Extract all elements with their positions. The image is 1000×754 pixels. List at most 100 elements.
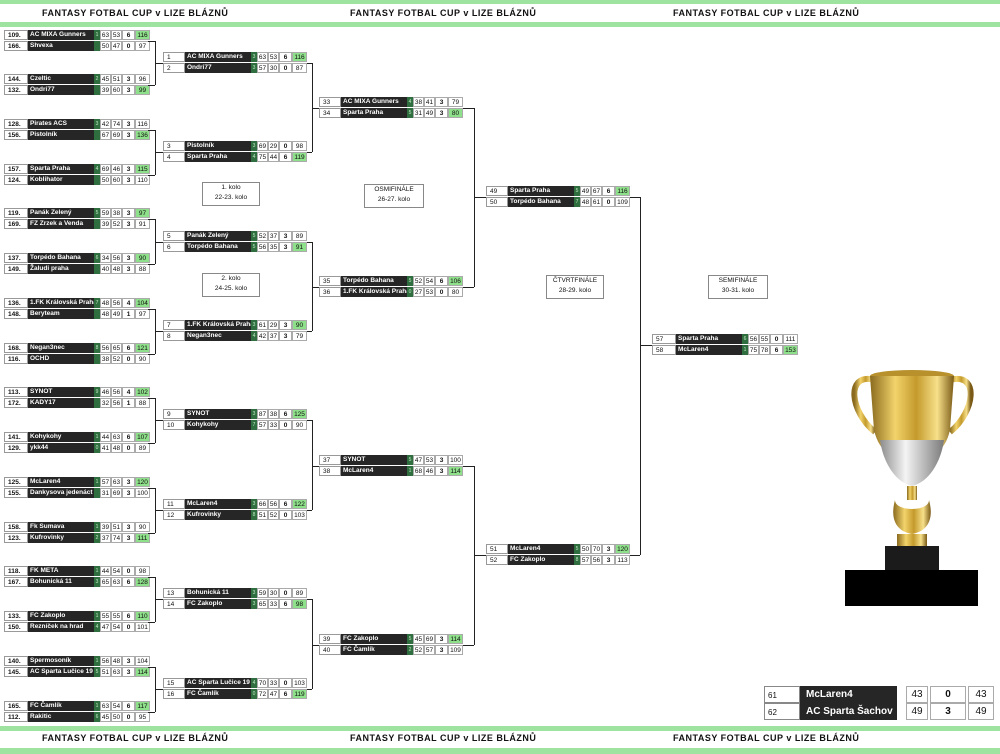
team-name[interactable]: Sparta Praha <box>676 334 742 344</box>
team-name[interactable]: AC MIXA Gunners <box>185 52 251 62</box>
team-name[interactable]: Torpédo Bahana <box>185 242 251 252</box>
bracket-line <box>312 645 319 646</box>
team-name[interactable]: ykk44 <box>28 443 94 453</box>
team-seed-number: 36 <box>319 287 341 297</box>
round-dates: 26-27. kolo <box>377 196 411 203</box>
team-name[interactable]: Kohykohy <box>185 420 251 430</box>
team-name[interactable]: FC Zakoplo <box>341 634 407 644</box>
final-team[interactable]: McLaren4 <box>800 686 897 703</box>
match-points: 6 <box>602 186 615 196</box>
team-name[interactable]: Bohunická 11 <box>28 577 94 587</box>
team-name[interactable]: Shvexa <box>28 41 94 51</box>
team-name[interactable]: Negan3nec <box>185 331 251 341</box>
team-name[interactable]: Pistolník <box>28 130 94 140</box>
team-seed-number: 140. <box>4 656 28 666</box>
bracket-line <box>312 599 313 689</box>
team-name[interactable]: McLaren4 <box>508 544 574 554</box>
team-name[interactable]: Sparta Praha <box>185 152 251 162</box>
team-name[interactable]: AC MIXA Gunners <box>341 97 407 107</box>
team-name[interactable]: McLaren4 <box>185 499 251 509</box>
team-name[interactable]: Sparta Praha <box>28 164 94 174</box>
team-name[interactable]: Kohykohy <box>28 432 94 442</box>
team-name[interactable]: Torpédo Bahana <box>508 197 574 207</box>
team-name[interactable]: FC Zakoplo <box>28 611 94 621</box>
team-name[interactable]: SYNOT <box>28 387 94 397</box>
team-name[interactable]: OCHD <box>28 354 94 364</box>
team-name[interactable]: Rakitic <box>28 712 94 722</box>
team-name[interactable]: McLaren4 <box>341 466 407 476</box>
team-name[interactable]: Fk Sumava <box>28 522 94 532</box>
score-a: 48 <box>100 309 111 319</box>
team-name[interactable]: FZ Zrzek a Venda <box>28 219 94 229</box>
team-name[interactable]: AC MIXA Gunners <box>28 30 94 40</box>
team-name[interactable]: FC Zakoplo <box>185 599 251 609</box>
team-name[interactable]: Ondri77 <box>28 85 94 95</box>
total-score: 88 <box>135 264 150 274</box>
team-name[interactable]: Kufrovinky <box>185 510 251 520</box>
team-name[interactable]: Torpédo Bahana <box>28 253 94 263</box>
team-name[interactable]: FC Zakoplo <box>508 555 574 565</box>
bracket-line <box>463 466 474 467</box>
team-name[interactable]: Czeltic <box>28 74 94 84</box>
team-name[interactable]: Negan3nec <box>28 343 94 353</box>
team-name[interactable]: AC Sparta Lučice 19 <box>185 678 251 688</box>
team-name[interactable]: Žaludi praha <box>28 264 94 274</box>
team-name[interactable]: Sparta Praha <box>341 108 407 118</box>
score-a: 38 <box>100 354 111 364</box>
bracket-line <box>312 242 313 331</box>
total-score: 95 <box>135 712 150 722</box>
team-name[interactable]: SYNOT <box>185 409 251 419</box>
final-team[interactable]: AC Sparta Šachov <box>800 703 897 720</box>
team-name[interactable]: Pirates ACS <box>28 119 94 129</box>
team-name[interactable]: FC Čamlík <box>185 689 251 699</box>
team-name[interactable]: Ondri77 <box>185 63 251 73</box>
team-name[interactable]: Dankysova jedenáct <box>28 488 94 498</box>
team-name[interactable]: Beryteam <box>28 309 94 319</box>
team-name[interactable]: 1.FK Královská Praha <box>28 298 94 308</box>
team-name[interactable]: AC Sparta Lučice 19 <box>28 667 94 677</box>
group-badge: 3 <box>94 119 100 129</box>
team-name[interactable]: SYNOT <box>341 455 407 465</box>
score-b: 65 <box>111 343 122 353</box>
team-name[interactable]: Bohunická 11 <box>185 588 251 598</box>
team-name[interactable]: FC Čamlík <box>341 645 407 655</box>
total-score: 111 <box>783 334 798 344</box>
team-name[interactable]: McLaren4 <box>676 345 742 355</box>
total-score: 90 <box>135 253 150 263</box>
match-points: 0 <box>279 678 292 688</box>
team-name[interactable]: FC Čamlík <box>28 701 94 711</box>
team-name[interactable]: KADY17 <box>28 398 94 408</box>
total-score: 109 <box>448 645 463 655</box>
team-name[interactable]: 1.FK Královská Praha <box>341 287 407 297</box>
team-name[interactable]: Koblihator <box>28 175 94 185</box>
score-a: 44 <box>100 566 111 576</box>
team-name[interactable]: FK META <box>28 566 94 576</box>
team-name[interactable]: 1.FK Královská Praha <box>185 320 251 330</box>
bracket-line <box>463 108 474 109</box>
team-name[interactable]: Kufrovinky <box>28 533 94 543</box>
team-seed-number: 166. <box>4 41 28 51</box>
bracket-line <box>307 242 312 243</box>
group-badge: 5 <box>407 455 413 465</box>
team-name[interactable]: Panák Zelený <box>28 208 94 218</box>
team-name[interactable]: McLaren4 <box>28 477 94 487</box>
team-seed-number: 5 <box>163 231 185 241</box>
score-a: 75 <box>748 345 759 355</box>
match-points: 3 <box>435 634 448 644</box>
score-b: 49 <box>424 108 435 118</box>
team-name[interactable]: Sparta Praha <box>508 186 574 196</box>
score-a: 47 <box>413 455 424 465</box>
score-a: 61 <box>257 320 268 330</box>
team-name[interactable]: Pistolník <box>185 141 251 151</box>
team-name[interactable]: Spermosoník <box>28 656 94 666</box>
total-score: 136 <box>135 130 150 140</box>
team-name[interactable]: Torpédo Bahana <box>341 276 407 286</box>
team-name[interactable]: Rezníček na hrad <box>28 622 94 632</box>
round-dates: 28-29. kolo <box>558 287 592 294</box>
team-name[interactable]: Panák Zelený <box>185 231 251 241</box>
score-a: 50 <box>100 41 111 51</box>
